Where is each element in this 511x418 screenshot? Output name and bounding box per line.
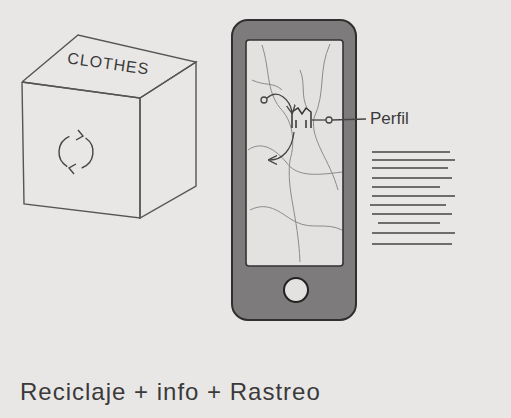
callout-label: Perfil	[370, 109, 409, 129]
cube-face	[22, 82, 140, 218]
leader-line	[332, 119, 366, 120]
text-lines	[370, 152, 455, 244]
caption: Reciclaje + info + Rastreo	[20, 378, 321, 406]
cube-face	[22, 35, 196, 98]
cube-outline	[15, 22, 205, 227]
recycle-symbol	[59, 130, 93, 174]
phone-sketch	[232, 20, 356, 320]
bin-label: CLOTHES	[66, 49, 150, 78]
cube-face	[140, 62, 196, 218]
clothes-bin: CLOTHES	[15, 22, 205, 227]
map-lines	[248, 44, 342, 262]
pin-icon	[292, 108, 311, 128]
arrows	[261, 94, 332, 160]
